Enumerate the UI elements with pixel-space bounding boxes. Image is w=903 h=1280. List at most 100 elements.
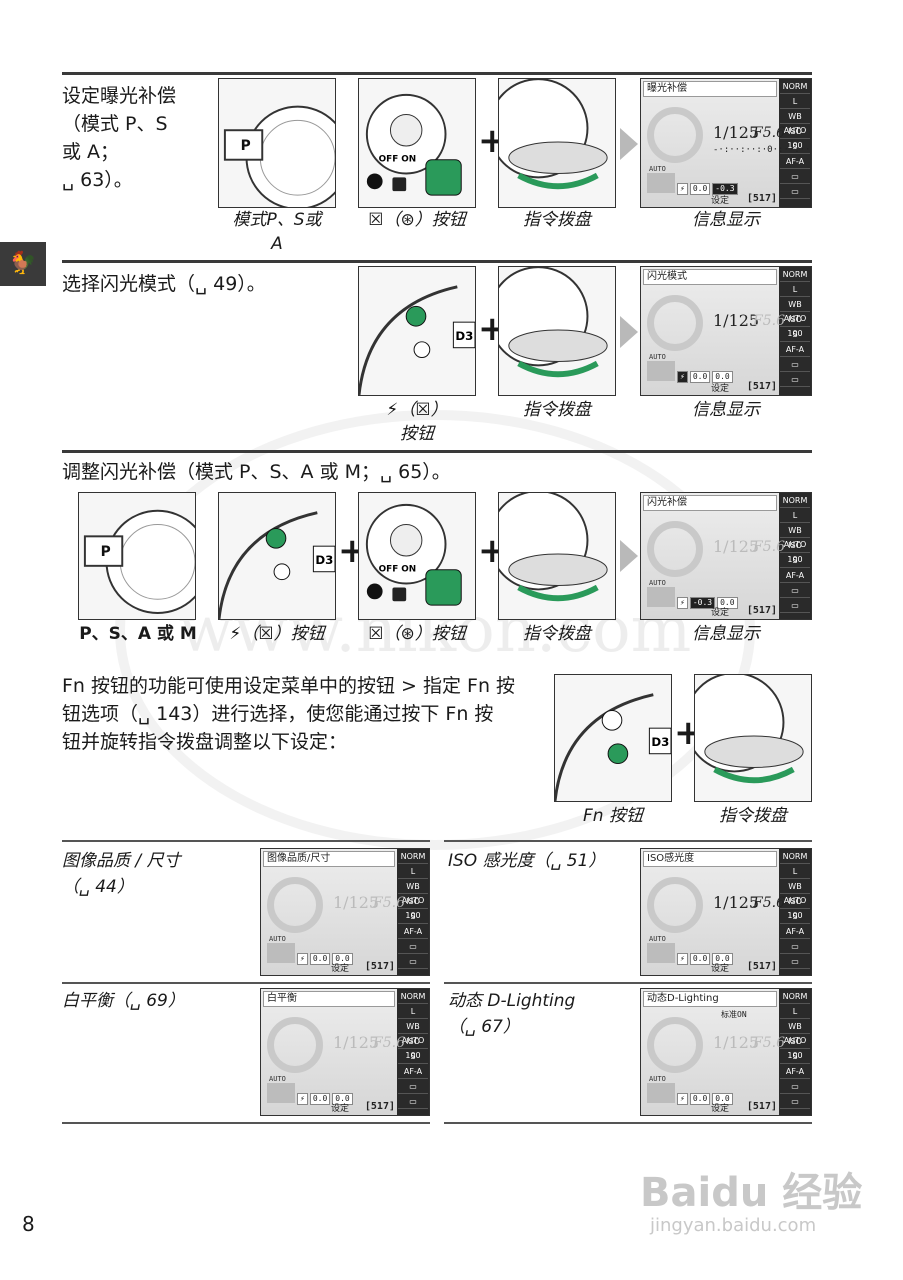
lcd-side-item: NORM <box>780 268 810 282</box>
setting-label: 图像品质 / 尺寸 （␣ 44） <box>62 848 181 900</box>
lcd-foot-label: 设定 <box>711 608 730 618</box>
lcd-side-item: L <box>780 283 810 297</box>
info-display: 图像品质/尺寸 NORM L WB AUTO ISO 100 S AF-A ▭ … <box>260 848 430 976</box>
divider <box>62 982 430 984</box>
lcd-foot-label: 设定 <box>711 384 730 394</box>
lcd-flash-comp: -0.3 <box>689 597 716 609</box>
button-photo: OFF ON <box>358 78 476 208</box>
lcd-side-item: S <box>398 1050 428 1064</box>
lcd-footer: 设定[517] <box>711 381 777 394</box>
caption-display: 信息显示 <box>692 400 760 420</box>
caption-dial: 指令拨盘 <box>523 210 591 230</box>
lcd-side-item: AF-A <box>780 155 810 169</box>
lcd-shutter: 1/125 <box>713 311 760 330</box>
lcd-flash-comp: 0.0 <box>689 371 711 383</box>
lcd-sidebar: NORM L WB AUTO ISO 100 S AF-A ▭ ▭ <box>779 849 811 975</box>
caption-flash-button-2: 按钮 <box>400 424 434 444</box>
caption-fn-button: Fn 按钮 <box>583 806 643 826</box>
lcd-foot-label: 设定 <box>331 964 350 974</box>
lcd-bottom-row: ⚡0.0-0.3 <box>677 183 777 195</box>
svg-text:P: P <box>101 544 111 560</box>
row3-text: 调整闪光补偿（模式 P、S、A 或 M；␣ 65）。 <box>62 461 451 483</box>
setting-label-line: 动态 D-Lighting <box>448 991 576 1011</box>
lcd-side-item: ISO 100 <box>398 895 428 920</box>
lcd-side-item: AF-A <box>398 1065 428 1079</box>
lcd-aperture-ring <box>267 877 323 933</box>
lcd-exposure-scale: -·:··:··:·0·:··:··:·+ <box>713 145 811 155</box>
fn-button-photo: D3 <box>554 674 672 802</box>
info-display: 白平衡 NORM L WB AUTO ISO 100 S AF-A ▭ ▭ 1/… <box>260 988 430 1116</box>
lcd-side-item: ▭ <box>780 185 810 199</box>
lcd-side-item: ▭ <box>780 955 810 969</box>
lcd-side-item: S <box>780 140 810 154</box>
lcd-side-item: ▭ <box>780 1080 810 1094</box>
lcd-shutter: 1/125 <box>713 537 760 556</box>
lcd-sidebar: NORM L WB AUTO ISO 100 S AF-A ▭ ▭ <box>779 989 811 1115</box>
lcd-aperture-ring <box>647 521 703 577</box>
lcd-flash-mode: ⚡ <box>297 953 308 965</box>
lcd-count: [517] <box>746 1101 777 1112</box>
lcd-flash-comp: 0.0 <box>689 953 711 965</box>
baidu-url: jingyan.baidu.com <box>650 1215 817 1236</box>
lcd-side-item: S <box>780 910 810 924</box>
lcd-auto: AUTO <box>649 579 666 587</box>
lcd-side-item: ▭ <box>780 1095 810 1109</box>
lcd-aperture: F5.6 <box>753 1035 785 1051</box>
lcd-foot-label: 设定 <box>711 1104 730 1114</box>
page-number: 8 <box>22 1212 35 1236</box>
command-dial-photo <box>498 492 616 620</box>
lcd-side-item: WB AUTO <box>398 1020 428 1045</box>
lcd-title: 闪光补偿 <box>643 495 777 511</box>
lcd-side-item: ▭ <box>780 584 810 598</box>
lcd-exp-comp: 0.0 <box>712 371 733 383</box>
caption-mode: P、S、A 或 M <box>79 624 197 644</box>
lcd-flash-comp: 0.0 <box>309 953 331 965</box>
divider <box>62 1122 430 1124</box>
lcd-side-item: ISO 100 <box>398 1035 428 1060</box>
lcd-flash-comp: 0.0 <box>689 183 711 195</box>
lcd-side-item: ▭ <box>780 373 810 387</box>
mode-dial-photo: P <box>78 492 196 620</box>
svg-text:OFF ON: OFF ON <box>379 565 417 575</box>
lcd-side-item: L <box>780 95 810 109</box>
caption-mode: 模式P、S或 <box>232 210 322 230</box>
row1-text: 设定曝光补偿 （模式 P、S 或 A； ␣ 63）。 <box>62 82 176 194</box>
lcd-footer: 设定 [517] <box>711 1101 777 1114</box>
lcd-side-item: WB AUTO <box>780 524 810 549</box>
lcd-aperture: F5.6 <box>373 1035 405 1051</box>
lcd-sidebar: NORM L WB AUTO ISO 100 S AF-A ▭ ▭ <box>397 989 429 1115</box>
command-dial-photo <box>498 266 616 396</box>
lcd-side-item: ISO 100 <box>780 895 810 920</box>
lcd-count: [517] <box>364 1101 395 1112</box>
lcd-side-item: ▭ <box>398 1080 428 1094</box>
lcd-auto: AUTO <box>649 165 666 173</box>
lcd-aperture: F5.6 <box>753 125 785 141</box>
lcd-side-item: AF-A <box>780 569 810 583</box>
lcd-flash-mode: ⚡ <box>677 597 688 609</box>
info-display: 闪光补偿 NORM L WB AUTO ISO 100 S AF-A ▭ ▭ 1… <box>640 492 812 620</box>
caption-button: ☒（⊛）按钮 <box>368 210 466 230</box>
caption-dial: 指令拨盘 <box>523 624 591 644</box>
lcd-side-item: WB AUTO <box>780 110 810 135</box>
lcd-side-item: L <box>398 1005 428 1019</box>
lcd-side-item: NORM <box>780 80 810 94</box>
caption-display: 信息显示 <box>692 624 760 644</box>
lcd-footer: 设定[517] <box>711 605 777 618</box>
lcd-count: [517] <box>364 961 395 972</box>
arrow-icon <box>620 316 638 348</box>
row1-line: 设定曝光补偿 <box>62 85 177 107</box>
lcd-side-item: ▭ <box>780 599 810 613</box>
flash-button-photo: D3 <box>218 492 336 620</box>
fn-line: Fn 按钮的功能可使用设定菜单中的按钮 > 指定 Fn 按 <box>62 675 516 697</box>
lcd-title: 动态D-Lighting <box>643 991 777 1007</box>
lcd-flash-mode: ⚡ <box>677 953 688 965</box>
caption-flash-button: ⚡（☒）按钮 <box>229 624 325 644</box>
lcd-foot-label: 设定 <box>711 964 730 974</box>
lcd-foot-label: 设定 <box>711 196 730 206</box>
divider <box>444 982 812 984</box>
lcd-af-grid <box>647 173 675 193</box>
lcd-side-item: AF-A <box>780 925 810 939</box>
